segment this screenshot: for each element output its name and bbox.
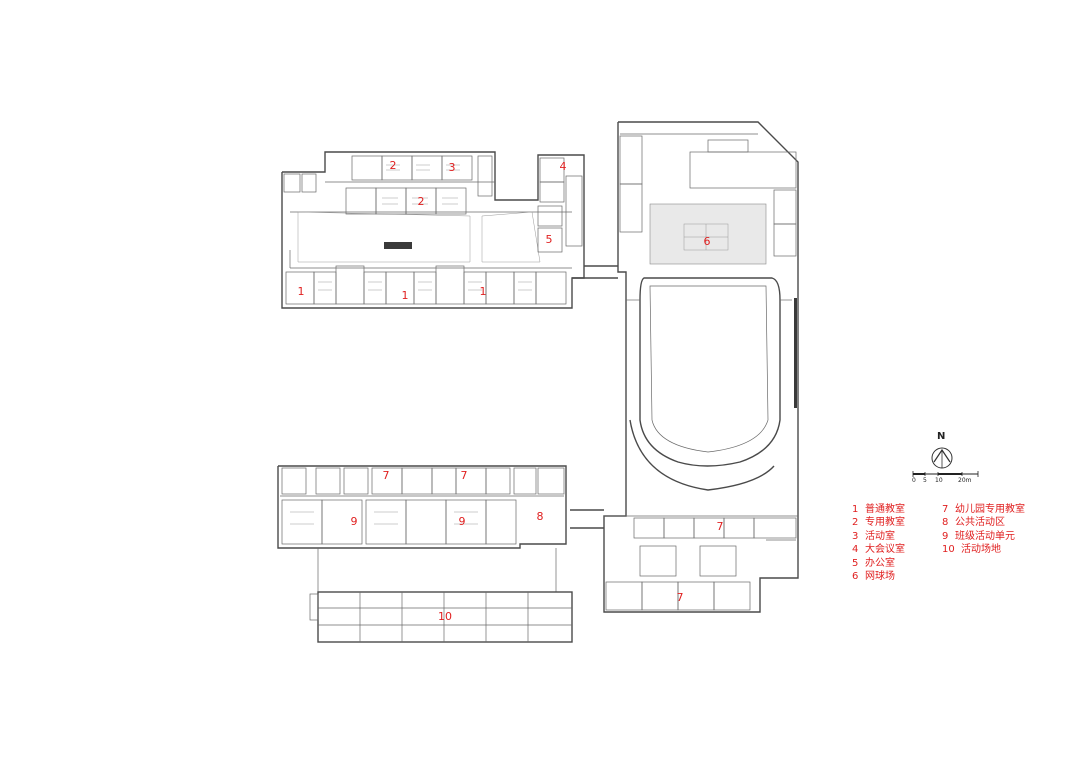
room-label-9: 9 [351, 515, 358, 528]
room-label-2: 2 [390, 159, 397, 172]
room-label-5: 5 [546, 233, 553, 246]
north-label: N [937, 431, 946, 442]
scale-tick-20m: 20m [958, 477, 972, 484]
link-corridor-north [572, 265, 618, 279]
room-label-8: 8 [537, 510, 544, 523]
room-label-6: 6 [704, 235, 711, 248]
east-block [603, 121, 799, 613]
scale-tick-5: 5 [923, 477, 927, 484]
northwest-block [281, 151, 585, 309]
room-label-9: 9 [459, 515, 466, 528]
room-label-7: 7 [677, 591, 684, 604]
room-label-4: 4 [560, 160, 567, 173]
scale-bar [912, 471, 979, 477]
room-label-1: 1 [298, 285, 305, 298]
scale-tick-10: 10 [935, 477, 943, 484]
scale-tick-0: 0 [912, 477, 916, 484]
room-label-7: 7 [461, 469, 468, 482]
southwest-block [277, 465, 573, 643]
room-label-10: 10 [438, 610, 452, 623]
room-label-7: 7 [383, 469, 390, 482]
room-label-2: 2 [418, 195, 425, 208]
room-label-1: 1 [480, 285, 487, 298]
room-label-3: 3 [449, 161, 456, 174]
room-label-7: 7 [717, 520, 724, 533]
north-arrow-icon [931, 447, 953, 469]
room-labels: 1 1 1 2 2 3 4 5 6 7 7 7 7 8 9 9 10 [298, 159, 724, 623]
room-label-1: 1 [402, 289, 409, 302]
link-corridor-south [570, 509, 604, 529]
